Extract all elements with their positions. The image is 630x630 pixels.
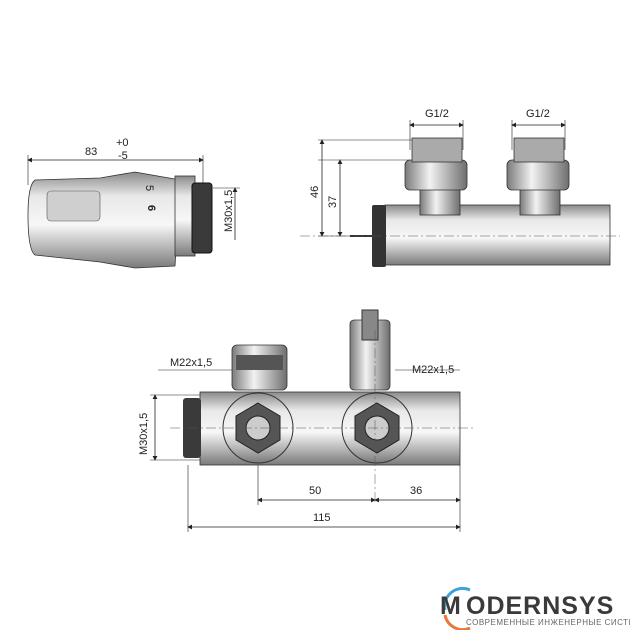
spacing-dim: 50 — [309, 485, 321, 497]
scale-mark-6: 6 — [145, 205, 157, 211]
left-thread-dim: G1/2 — [425, 108, 449, 120]
logo-tagline: СОВРЕМЕННЫЕ ИНЖЕНЕРНЫЕ СИСТЕМЫ — [466, 618, 630, 627]
total-length-dim: 115 — [313, 512, 331, 524]
head-tol-minus: -5 — [118, 150, 128, 162]
left-connection-dim: M22x1,5 — [170, 357, 212, 369]
head-tol-plus: +0 — [116, 137, 129, 149]
valve-side-view — [300, 120, 620, 267]
head-thread-dim-front: M30x1,5 — [138, 413, 150, 455]
logo-initial: M — [440, 592, 462, 620]
modernsys-logo: M ODERNSYS СОВРЕМЕННЫЕ ИНЖЕНЕРНЫЕ СИСТЕМ… — [440, 586, 630, 630]
right-thread-dim: G1/2 — [526, 108, 550, 120]
logo-brand: ODERNSYS — [466, 592, 614, 620]
valve-front-view — [150, 309, 475, 532]
height-axis-dim: 37 — [327, 196, 339, 208]
head-length-dim: 83 — [85, 146, 97, 158]
right-connection-dim: M22x1,5 — [412, 364, 454, 376]
scale-mark-5: 5 — [143, 185, 155, 191]
height-total-dim: 46 — [309, 186, 321, 198]
thermostatic-head — [27, 155, 240, 269]
head-thread-dim: M30x1,5 — [223, 190, 235, 232]
end-offset-dim: 36 — [410, 485, 422, 497]
